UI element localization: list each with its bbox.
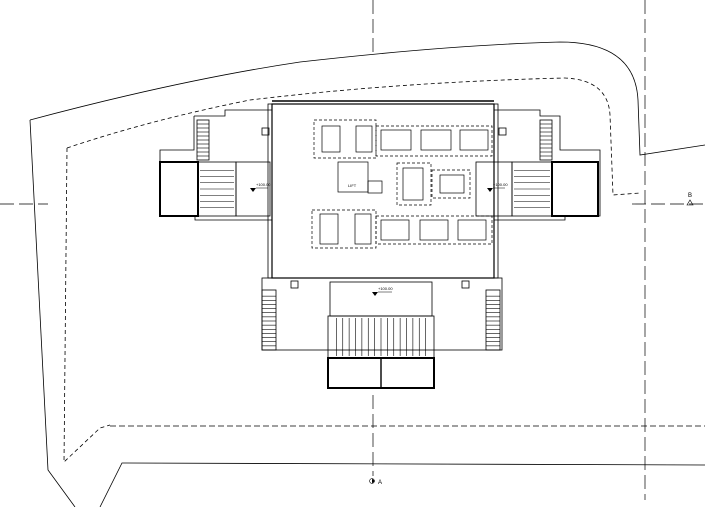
east-wing-outline — [494, 109, 601, 221]
west-void — [235, 161, 271, 217]
fitting-sw-1 — [319, 213, 339, 245]
fitting-nw-2 — [355, 125, 373, 153]
stair-treads — [197, 123, 552, 356]
west-column — [261, 127, 270, 136]
level-mark-west: +100.00 — [250, 182, 271, 192]
section-marker-bottom-label: A — [378, 480, 382, 486]
fitting-nw-1 — [321, 125, 341, 153]
site-boundary-inner-dashed — [63, 77, 641, 463]
fitting-ne-3 — [459, 129, 489, 151]
lift-door — [367, 180, 383, 194]
level-mark-south-text: +100.00 — [378, 286, 393, 291]
fitting-center-1 — [402, 167, 424, 201]
fitting-se-1 — [380, 219, 410, 241]
fitting-ne-1 — [380, 129, 412, 151]
fitting-sw-2 — [354, 213, 372, 245]
east-column — [498, 127, 507, 136]
west-wing-room — [159, 161, 199, 217]
section-marker-bottom: A — [369, 478, 382, 486]
east-void — [475, 161, 513, 217]
west-wing-outline — [159, 109, 272, 221]
south-east-stair — [485, 289, 501, 351]
fitting-se-3 — [457, 219, 487, 241]
fitting-group-se — [375, 215, 493, 245]
fittings: LIFT — [311, 119, 493, 249]
site-boundary-outer-left — [29, 119, 76, 507]
main-building — [159, 100, 601, 389]
fitting-group-nw — [313, 119, 377, 159]
road-edge — [99, 462, 705, 507]
section-marker-right: B — [686, 193, 694, 206]
site-boundary-outer — [29, 41, 705, 156]
south-west-stair — [261, 289, 277, 351]
site-boundary — [29, 41, 705, 507]
east-wing-room — [551, 161, 599, 217]
south-east-column — [461, 280, 470, 289]
lift-box — [337, 161, 369, 193]
central-block-wall-east — [493, 103, 499, 279]
fitting-center-2 — [439, 174, 465, 194]
level-mark-south: +100.00 — [372, 286, 393, 296]
level-mark-east-text: +100.00 — [493, 182, 508, 187]
fitting-se-2 — [419, 219, 449, 241]
level-mark-east: +100.00 — [487, 182, 508, 192]
fitting-group-ne — [375, 125, 493, 157]
level-marks: +100.00 +100.00 +100.00 — [250, 182, 508, 296]
section-marker-right-label: B — [688, 193, 692, 199]
fitting-group-center — [396, 162, 432, 206]
fitting-ne-2 — [420, 129, 452, 151]
fitting-group-sw — [311, 209, 377, 249]
level-mark-west-text: +100.00 — [256, 182, 271, 187]
lift-label: LIFT — [348, 183, 357, 188]
fitting-group-center-east — [431, 169, 471, 199]
south-west-column — [290, 280, 299, 289]
